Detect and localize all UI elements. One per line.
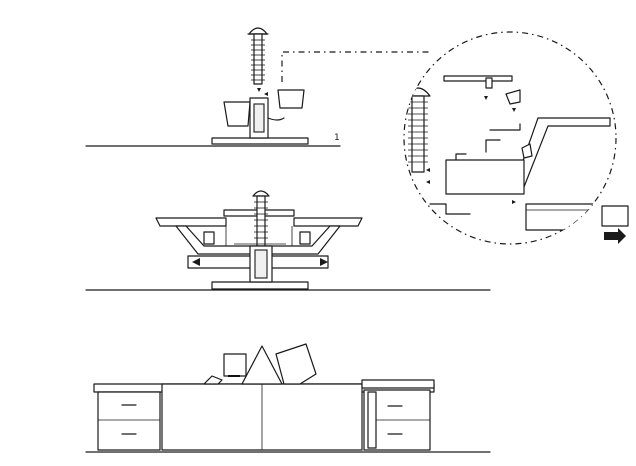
- zoom-detail-circle: [403, 31, 629, 245]
- middle-column-inner: [254, 249, 268, 279]
- zoom-arrow-1: [484, 96, 488, 100]
- top-column-lever: [267, 117, 285, 121]
- middle-left-inner-bracket: [203, 231, 215, 245]
- zoom-contents: [405, 75, 611, 231]
- zoom-drawer: [525, 203, 601, 231]
- bottom-elevation-view: [85, 343, 491, 453]
- zoom-drawer-front: [601, 205, 629, 227]
- zoom-circle-outline: [403, 31, 617, 245]
- middle-right-arrow: [320, 258, 328, 266]
- top-assembly-detail: 1: [85, 27, 432, 147]
- middle-left-arrow: [192, 258, 200, 266]
- bottom-left-cabinet: [97, 391, 161, 451]
- zoom-inner-bracket: [485, 139, 501, 153]
- middle-right-inner-bracket: [299, 231, 311, 245]
- zoom-arrow-3: [426, 168, 430, 184]
- zoom-threaded-rod: [411, 95, 425, 173]
- bottom-small-object: [203, 375, 223, 385]
- bottom-lamp: [241, 345, 283, 385]
- middle-tray-body: [175, 225, 341, 255]
- top-assembly-arrows: [257, 88, 268, 96]
- top-threaded-rod: [253, 33, 263, 85]
- zoom-pull-arrow: [604, 228, 626, 244]
- top-base-plate: [211, 137, 309, 145]
- middle-rod-threads: [254, 201, 268, 239]
- bottom-right-side-panel: [367, 391, 377, 449]
- top-right-bracket: [277, 89, 305, 109]
- zoom-top-clip: [505, 89, 521, 105]
- zoom-tray-body: [445, 159, 525, 195]
- top-rod-threads: [251, 39, 265, 81]
- bottom-folder: [275, 343, 317, 385]
- zoom-arrow-2: [512, 108, 516, 112]
- middle-screw-head: [252, 190, 270, 197]
- zoom-upper-bracket: [489, 123, 521, 131]
- callout-number: 1: [334, 133, 340, 143]
- zoom-top-rail: [443, 75, 513, 82]
- bottom-right-top: [361, 379, 435, 389]
- top-leader-line: [281, 51, 432, 82]
- middle-threaded-rod: [256, 195, 266, 247]
- bottom-monitor: [223, 353, 247, 377]
- top-screw-head: [248, 27, 268, 35]
- zoom-side-clip: [521, 143, 533, 159]
- zoom-screw-head: [405, 87, 431, 97]
- top-column-inner: [253, 103, 265, 133]
- zoom-arrow-4: [512, 200, 516, 204]
- zoom-tray-lip: [455, 153, 467, 161]
- zoom-rod-threads: [408, 101, 428, 163]
- zoom-rail-tab: [485, 77, 493, 89]
- zoom-bottom-bracket: [429, 203, 471, 215]
- middle-left-wing-top: [155, 217, 227, 227]
- middle-section-view: [85, 190, 491, 291]
- top-left-bracket: [223, 101, 251, 127]
- middle-right-wing-top: [293, 217, 363, 227]
- middle-base-plate: [211, 281, 309, 290]
